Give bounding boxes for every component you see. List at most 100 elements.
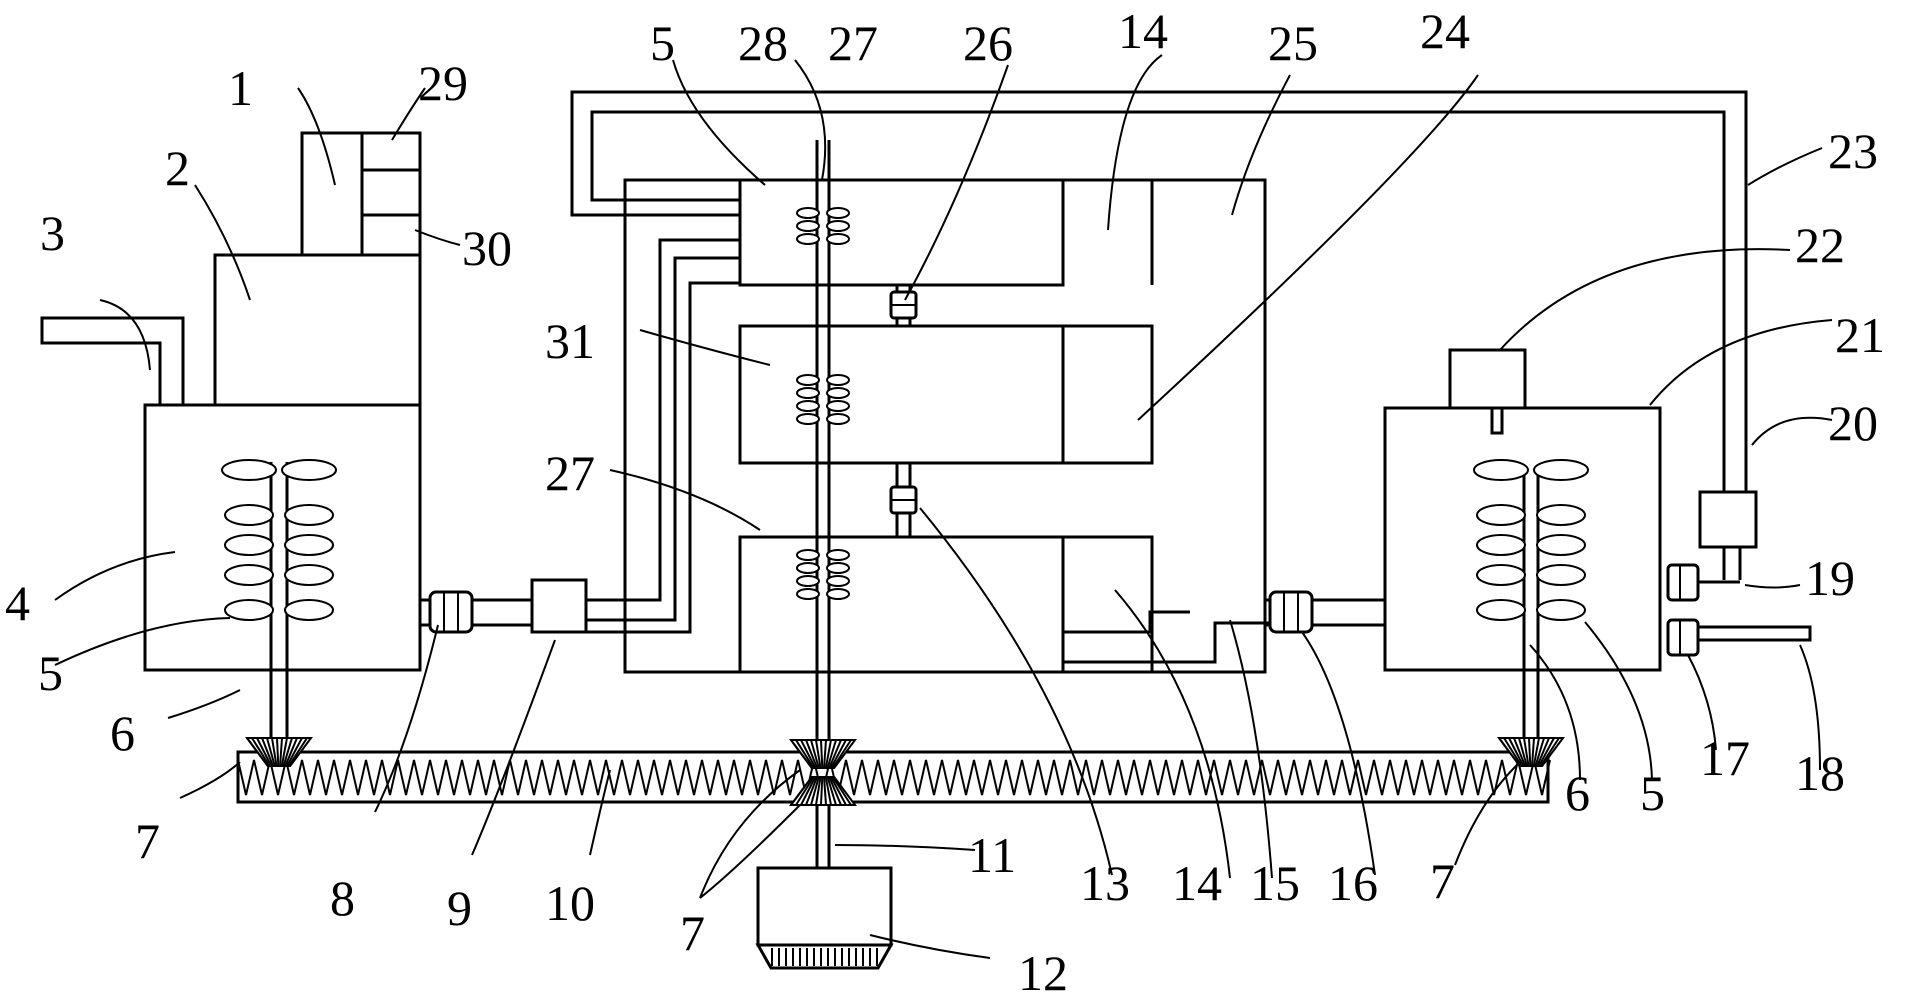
stirrer-blade xyxy=(224,564,274,586)
valve-8 xyxy=(420,590,532,634)
label-7: 7 xyxy=(135,813,160,869)
label-15: 15 xyxy=(1250,855,1300,911)
stirrer-blade xyxy=(826,588,850,600)
stirrer-blade xyxy=(221,459,277,481)
label-16: 16 xyxy=(1328,855,1378,911)
stirrer-blade xyxy=(796,575,820,587)
label-27: 27 xyxy=(545,445,595,501)
label-24: 24 xyxy=(1420,3,1470,59)
label-25: 25 xyxy=(1268,15,1318,71)
stirrer-blade xyxy=(826,400,850,412)
stirrer-blade xyxy=(826,562,850,574)
label-19: 19 xyxy=(1805,550,1855,606)
stirrer-blade xyxy=(796,387,820,399)
label-5: 5 xyxy=(38,645,63,701)
stirrer-blade xyxy=(826,413,850,425)
label-23: 23 xyxy=(1828,123,1878,179)
label-6: 6 xyxy=(110,705,135,761)
stirrer-blade xyxy=(1536,504,1586,526)
inlet-pipe xyxy=(40,316,185,405)
label-10: 10 xyxy=(545,875,595,931)
stirrer-blade xyxy=(1476,564,1526,586)
stirrer-blade xyxy=(1476,504,1526,526)
stirrer-blade xyxy=(826,374,850,386)
stirrer-blade xyxy=(796,233,820,245)
motor-22 xyxy=(1448,348,1527,410)
label-1: 1 xyxy=(228,60,253,116)
stirrer-blade xyxy=(1476,534,1526,556)
label-28: 28 xyxy=(738,15,788,71)
stirrer-blade xyxy=(284,534,334,556)
return-pipe xyxy=(570,90,1748,492)
label-12: 12 xyxy=(1018,945,1068,1000)
stirrer-blade xyxy=(1536,564,1586,586)
label-11: 11 xyxy=(968,827,1016,883)
stirrer-blade xyxy=(826,207,850,219)
label-13: 13 xyxy=(1080,855,1130,911)
hopper xyxy=(213,253,422,407)
stirrer-blade xyxy=(1536,599,1586,621)
label-7: 7 xyxy=(1430,853,1455,909)
label-8: 8 xyxy=(330,870,355,926)
stirrer-blade xyxy=(284,504,334,526)
feed-pipes xyxy=(586,238,740,634)
stirrer-blade xyxy=(224,599,274,621)
label-14: 14 xyxy=(1172,855,1222,911)
valve-16 xyxy=(1265,590,1385,634)
stirrer-blade xyxy=(796,207,820,219)
left-stirrer-blades xyxy=(221,459,337,621)
label-31: 31 xyxy=(545,313,595,369)
stirrer-blade xyxy=(826,549,850,561)
valve-17 xyxy=(1666,618,1812,657)
stirrer-blade xyxy=(281,459,337,481)
stirrer-blade xyxy=(826,233,850,245)
label-22: 22 xyxy=(1795,217,1845,273)
stirrer-blade xyxy=(796,400,820,412)
valve-19 xyxy=(1666,563,1740,602)
label-9: 9 xyxy=(447,880,472,936)
stirrer-blade xyxy=(826,575,850,587)
central-shaft xyxy=(796,140,850,868)
label-20: 20 xyxy=(1828,395,1878,451)
stirrer-blade xyxy=(826,387,850,399)
label-5: 5 xyxy=(1640,765,1665,821)
stirrer-blade xyxy=(1476,599,1526,621)
stirrer-blade xyxy=(796,562,820,574)
coupling-13 xyxy=(889,463,918,537)
right-stirrer-blades xyxy=(1473,459,1589,621)
leader-lines xyxy=(54,54,1833,959)
label-30: 30 xyxy=(462,220,512,276)
stirrer-blade xyxy=(796,549,820,561)
coupling-26 xyxy=(889,285,918,326)
label-18: 18 xyxy=(1795,745,1845,801)
stirrer-blade xyxy=(1536,534,1586,556)
stirrer-blade xyxy=(1473,459,1529,481)
label-29: 29 xyxy=(418,55,468,111)
label-6: 6 xyxy=(1565,765,1590,821)
label-27: 27 xyxy=(828,15,878,71)
bevel-gears xyxy=(245,737,1565,806)
label-3: 3 xyxy=(40,205,65,261)
stirrer-blade xyxy=(1533,459,1589,481)
label-4: 4 xyxy=(5,575,30,631)
right-mixing-tank xyxy=(1383,348,1662,752)
stirrer-blade xyxy=(224,534,274,556)
label-26: 26 xyxy=(963,15,1013,71)
label-7: 7 xyxy=(680,905,705,961)
stirrer-blade xyxy=(796,588,820,600)
central-housing xyxy=(623,178,1270,674)
stirrer-blade xyxy=(796,220,820,232)
stirrer-blade xyxy=(796,374,820,386)
stirrer-blade xyxy=(796,413,820,425)
center-stirrer-blades xyxy=(796,207,850,600)
stirrer-blade xyxy=(826,220,850,232)
pump-9 xyxy=(530,578,588,634)
stirrer-blade xyxy=(284,599,334,621)
reference-numbers: 1 29 2 30 3 4 5 6 7 8 9 10 7 11 12 13 14… xyxy=(5,3,1885,1000)
label-14: 14 xyxy=(1118,3,1168,59)
label-21: 21 xyxy=(1835,307,1885,363)
label-2: 2 xyxy=(165,140,190,196)
label-5: 5 xyxy=(650,15,675,71)
motor-12 xyxy=(755,866,894,970)
